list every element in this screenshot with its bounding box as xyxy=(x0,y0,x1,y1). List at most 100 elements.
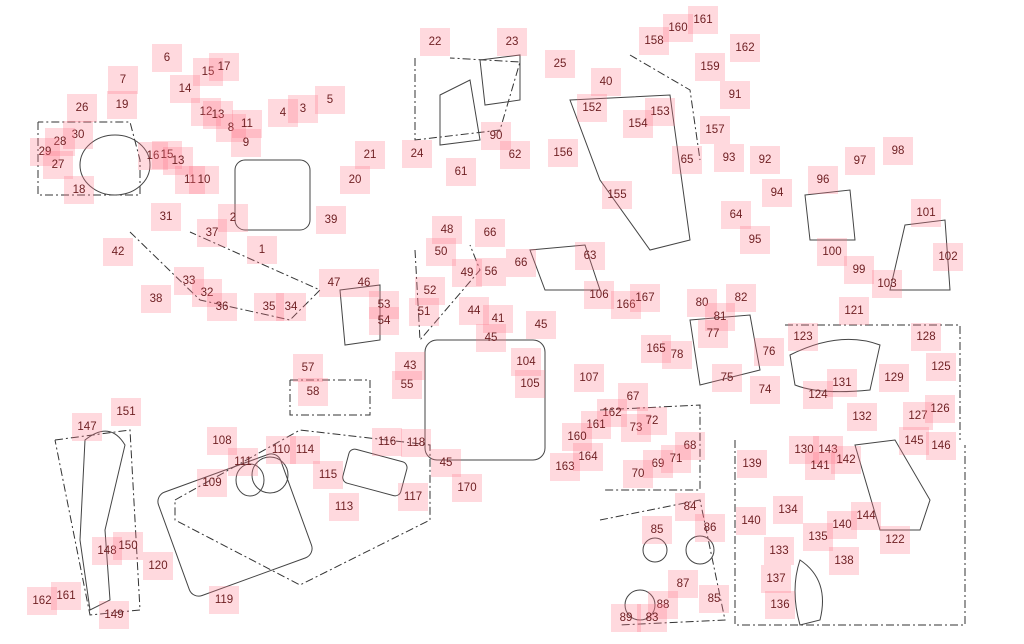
part-number: 113 xyxy=(334,501,354,513)
part-number: 135 xyxy=(808,531,828,543)
part-callout-28: 28 xyxy=(45,128,75,156)
part-number: 56 xyxy=(484,266,498,278)
part-number: 77 xyxy=(706,328,720,340)
part-callout-134: 134 xyxy=(773,496,803,524)
part-number: 51 xyxy=(417,306,431,318)
part-callout-78: 78 xyxy=(662,341,692,369)
part-number: 15 xyxy=(160,149,174,161)
part-number: 94 xyxy=(770,187,784,199)
part-number: 15 xyxy=(201,66,215,78)
part-number: 45 xyxy=(484,332,498,344)
part-number: 130 xyxy=(794,444,814,456)
part-callout-85: 85 xyxy=(699,585,729,613)
part-callout-139: 139 xyxy=(737,450,767,478)
part-number: 10 xyxy=(197,174,211,186)
part-callout-158: 158 xyxy=(639,27,669,55)
part-callout-58: 58 xyxy=(298,378,328,406)
part-number: 85 xyxy=(650,524,664,536)
part-number: 35 xyxy=(262,301,276,313)
part-callout-33: 33 xyxy=(174,267,204,295)
part-callout-50: 50 xyxy=(426,238,456,266)
part-callout-162: 162 xyxy=(730,34,760,62)
part-callout-7: 7 xyxy=(108,66,138,94)
part-number: 129 xyxy=(884,372,904,384)
part-number: 110 xyxy=(271,444,291,456)
part-callout-15: 15 xyxy=(152,141,182,169)
part-callout-56: 56 xyxy=(476,258,506,286)
part-callout-102: 102 xyxy=(933,243,963,271)
part-number: 163 xyxy=(555,461,575,473)
part-number: 47 xyxy=(327,277,341,289)
part-number: 23 xyxy=(505,36,519,48)
part-callout-63: 63 xyxy=(575,242,605,270)
part-number: 49 xyxy=(460,267,474,279)
part-number: 101 xyxy=(916,207,936,219)
part-callout-45: 45 xyxy=(476,324,506,352)
part-callout-118: 118 xyxy=(401,429,431,457)
part-callout-132: 132 xyxy=(847,403,877,431)
part-number: 14 xyxy=(178,83,192,95)
part-callout-109: 109 xyxy=(197,469,227,497)
part-number: 141 xyxy=(810,460,830,472)
part-callout-163: 163 xyxy=(550,453,580,481)
part-callout-116: 116 xyxy=(372,428,402,456)
part-number: 150 xyxy=(118,540,138,552)
part-number: 98 xyxy=(891,145,905,157)
part-callout-52: 52 xyxy=(415,277,445,305)
part-number: 114 xyxy=(295,444,315,456)
part-number: 38 xyxy=(149,293,163,305)
part-number: 116 xyxy=(377,436,397,448)
part-number: 102 xyxy=(938,251,958,263)
part-callout-150: 150 xyxy=(113,532,143,560)
part-callout-98: 98 xyxy=(883,137,913,165)
part-callout-113: 113 xyxy=(329,493,359,521)
part-number: 3 xyxy=(299,103,307,115)
part-callout-67: 67 xyxy=(618,383,648,411)
part-callout-162: 162 xyxy=(597,399,627,427)
part-callout-166: 166 xyxy=(611,291,641,319)
part-callout-69: 69 xyxy=(643,450,673,478)
part-number: 90 xyxy=(489,130,503,142)
part-callout-89: 89 xyxy=(611,604,641,632)
part-number: 42 xyxy=(111,246,125,258)
part-number: 87 xyxy=(676,578,690,590)
part-callout-80: 80 xyxy=(687,289,717,317)
part-callout-36: 36 xyxy=(207,293,237,321)
part-callout-16: 16 xyxy=(138,142,168,170)
part-number: 139 xyxy=(742,458,762,470)
part-callout-136: 136 xyxy=(765,591,795,619)
part-callout-157: 157 xyxy=(700,116,730,144)
part-callout-4: 4 xyxy=(268,99,298,127)
part-number: 19 xyxy=(115,99,129,111)
part-number: 86 xyxy=(703,522,717,534)
part-number: 24 xyxy=(410,148,424,160)
part-callout-124: 124 xyxy=(803,381,833,409)
group-boxes xyxy=(37,54,966,626)
part-callout-6: 6 xyxy=(152,44,182,72)
part-number: 39 xyxy=(324,214,338,226)
part-callout-66: 66 xyxy=(506,249,536,277)
part-number: 161 xyxy=(693,14,713,26)
part-number: 21 xyxy=(363,149,377,161)
part-number: 159 xyxy=(700,61,720,73)
part-number: 165 xyxy=(646,343,666,355)
part-number: 162 xyxy=(602,407,622,419)
part-callout-1: 1 xyxy=(247,236,277,264)
part-number: 43 xyxy=(403,360,417,372)
part-callout-76: 76 xyxy=(754,338,784,366)
part-callout-137: 137 xyxy=(761,565,791,593)
part-number: 131 xyxy=(832,377,852,389)
part-callout-54: 54 xyxy=(369,307,399,335)
part-number: 121 xyxy=(844,305,864,317)
part-callout-47: 47 xyxy=(319,269,349,297)
part-number: 4 xyxy=(279,107,287,119)
part-callout-45: 45 xyxy=(526,311,556,339)
part-callout-141: 141 xyxy=(805,452,835,480)
part-number: 136 xyxy=(770,599,790,611)
part-number: 26 xyxy=(75,102,89,114)
part-number: 108 xyxy=(212,435,232,447)
part-number: 122 xyxy=(885,534,905,546)
part-callout-38: 38 xyxy=(141,285,171,313)
part-callout-84: 84 xyxy=(675,493,705,521)
part-callout-21: 21 xyxy=(355,141,385,169)
